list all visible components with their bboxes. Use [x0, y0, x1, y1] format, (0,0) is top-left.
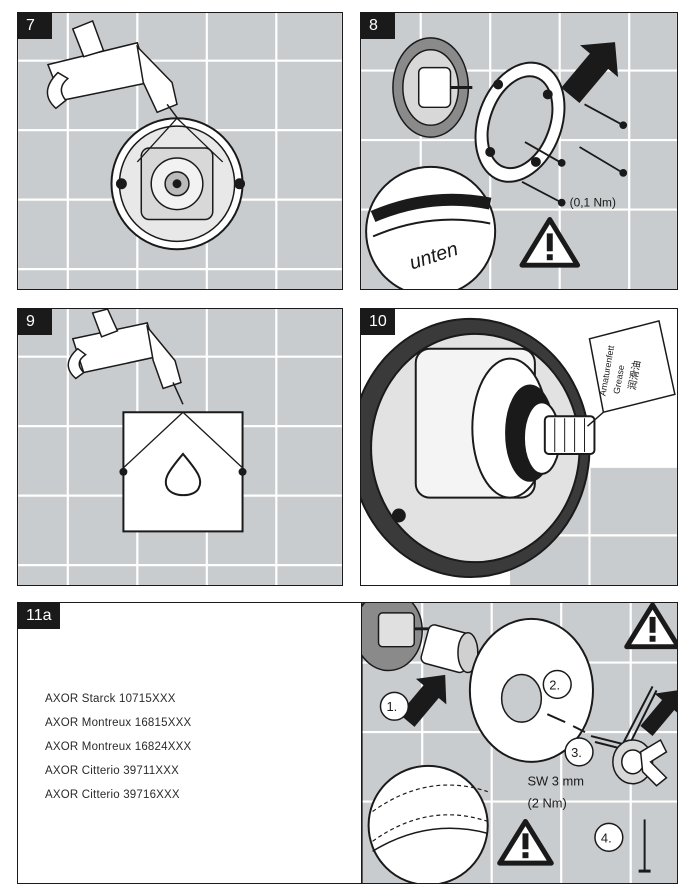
warning-triangle-icon: [519, 217, 581, 268]
push-arrow-icon: [561, 42, 619, 104]
svg-text:3.: 3.: [571, 745, 582, 760]
detail-magnifier: [367, 764, 489, 883]
caulk-gun-icon: [46, 19, 180, 121]
assembly-divider: [361, 603, 363, 883]
step-10-illustration: Amaturenfett Grease 润滑油: [361, 309, 677, 585]
step-11a-illustration: 1. 2. 3. 4. SW 3 mm (2 Nm): [362, 603, 677, 883]
set-screw: [546, 713, 586, 733]
step-9-panel: 9: [17, 308, 343, 586]
step-number: 7: [18, 13, 52, 39]
model-item: AXOR Citterio 39711XXX: [45, 765, 179, 777]
step-7-illustration: [18, 13, 342, 289]
torque-label: (0,1 Nm): [570, 196, 616, 210]
svg-text:4.: 4.: [601, 830, 612, 845]
push-arrow-icon: [640, 689, 677, 737]
step-number: 10: [361, 309, 395, 335]
step-9-illustration: [18, 309, 342, 585]
step-number: 9: [18, 309, 52, 335]
svg-text:1.: 1.: [386, 699, 397, 714]
grease-tube: Amaturenfett Grease 润滑油: [587, 319, 676, 427]
step-number: 8: [361, 13, 395, 39]
valve-body: [110, 117, 246, 251]
model-list: AXOR Starck 10715XXX AXOR Montreux 16815…: [45, 687, 191, 807]
valve-body: [361, 317, 596, 579]
step-7-panel: 7: [17, 12, 343, 290]
step-8-panel: unten (0,1 Nm) 8: [360, 12, 678, 290]
step-10-panel: Amaturenfett Grease 润滑油 10: [360, 308, 678, 586]
model-item: AXOR Montreux 16824XXX: [45, 741, 192, 753]
step-11a-panel: 11a AXOR Starck 10715XXX AXOR Montreux 1…: [17, 602, 678, 884]
valve-body: [392, 37, 473, 138]
valve-body: [362, 603, 431, 672]
callout-4: 4.: [594, 822, 624, 852]
push-arrow-icon: [399, 674, 447, 727]
trim-plate: [119, 411, 247, 533]
model-item: AXOR Starck 10715XXX: [45, 693, 176, 705]
warning-triangle-icon: [624, 603, 677, 650]
escutcheon: [468, 617, 594, 763]
torque-label: (2 Nm): [527, 796, 566, 811]
callout-1: 1.: [379, 691, 410, 721]
step-8-illustration: unten (0,1 Nm): [361, 13, 677, 289]
caulk-gun-icon: [67, 309, 184, 405]
mounting-screws: [521, 103, 628, 207]
callout-2: 2.: [542, 669, 572, 700]
wrench-size-label: SW 3 mm: [527, 774, 584, 789]
sleeve: [420, 624, 479, 674]
model-item: AXOR Montreux 16815XXX: [45, 717, 192, 729]
detail-magnifier: unten: [365, 165, 497, 289]
warning-triangle-icon: [497, 818, 554, 866]
handle: [612, 738, 668, 873]
svg-text:2.: 2.: [549, 677, 560, 692]
model-item: AXOR Citterio 39716XXX: [45, 789, 180, 801]
step-number: 11a: [18, 603, 60, 629]
callout-3: 3.: [564, 737, 594, 767]
